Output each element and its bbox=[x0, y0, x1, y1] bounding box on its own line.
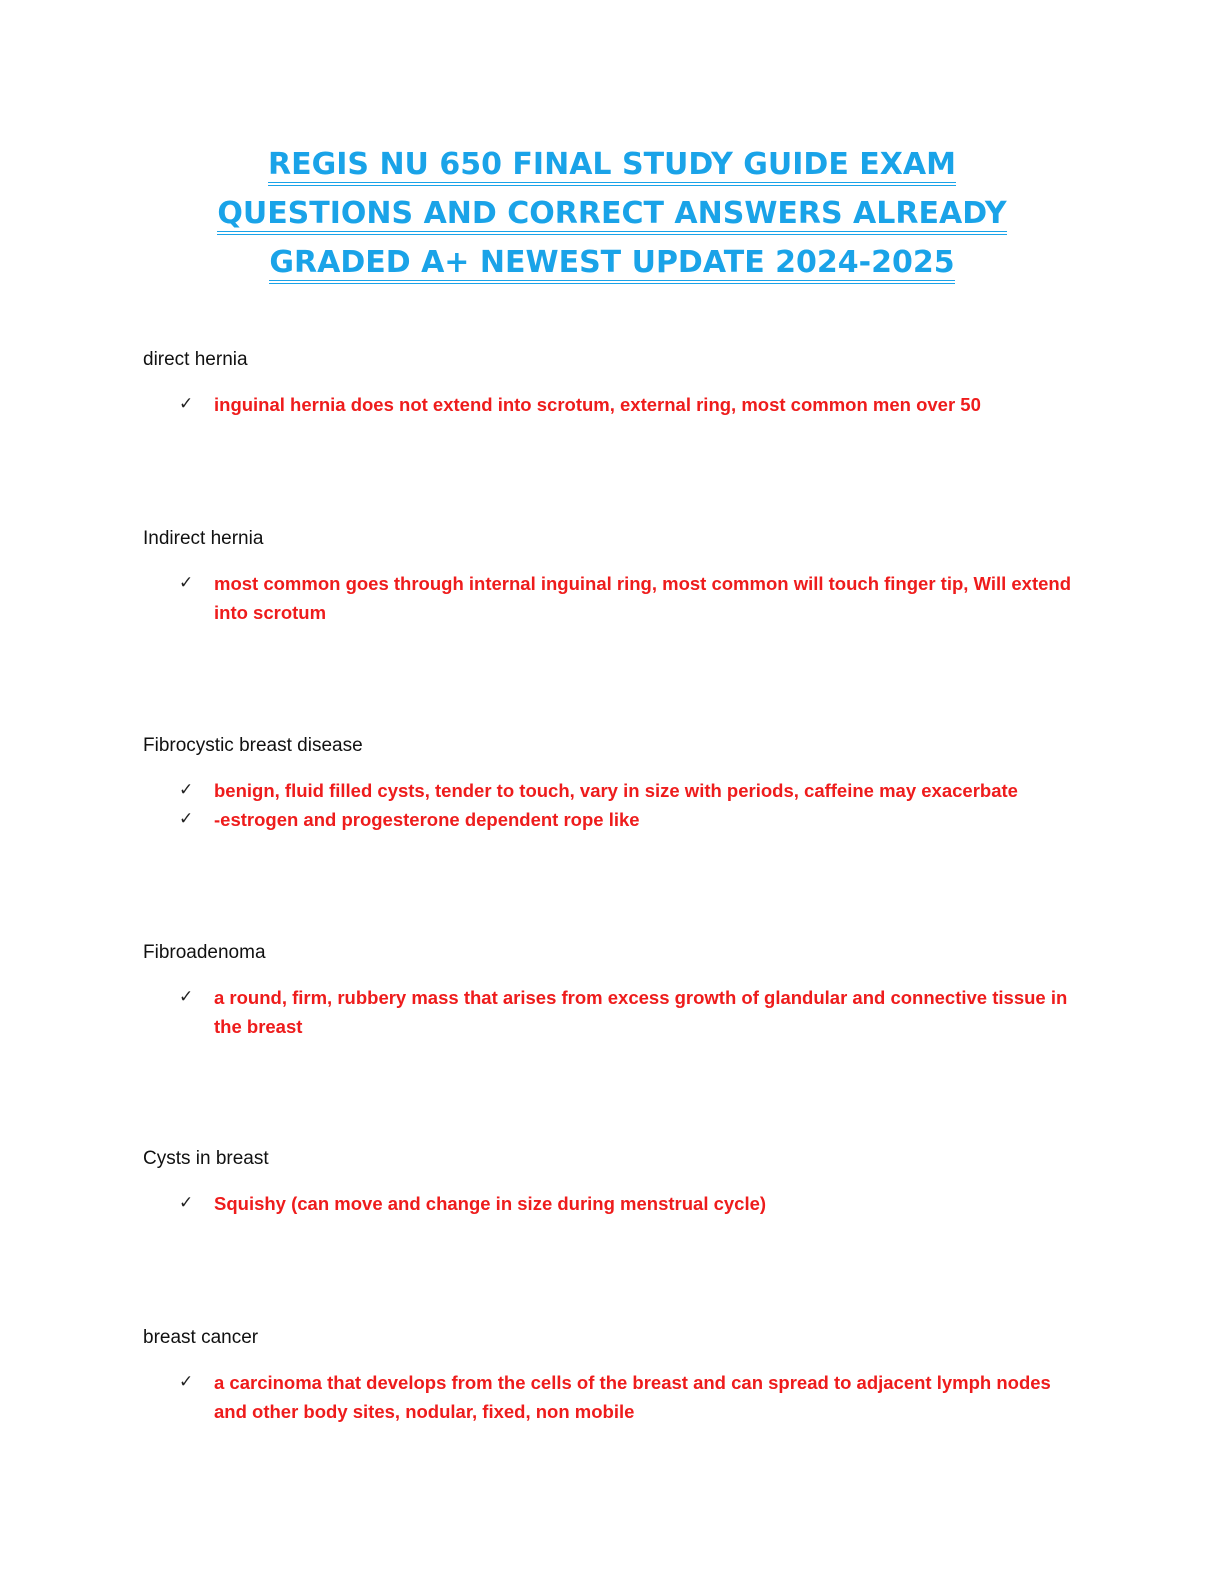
entry-direct-hernia: direct hernia ✓ inguinal hernia does not… bbox=[143, 348, 1083, 419]
answer-item: ✓ a round, firm, rubbery mass that arise… bbox=[143, 983, 1083, 1041]
checkmark-icon: ✓ bbox=[179, 1193, 194, 1213]
entry-breast-cancer: breast cancer ✓ a carcinoma that develop… bbox=[143, 1326, 1083, 1426]
answer-item: ✓ a carcinoma that develops from the cel… bbox=[143, 1368, 1083, 1426]
answer-list: ✓ most common goes through internal ingu… bbox=[143, 569, 1083, 627]
entry-cysts-in-breast: Cysts in breast ✓ Squishy (can move and … bbox=[143, 1147, 1083, 1218]
term: Indirect hernia bbox=[143, 528, 264, 549]
checkmark-icon: ✓ bbox=[179, 394, 194, 414]
answer-item: ✓ Squishy (can move and change in size d… bbox=[143, 1189, 1083, 1218]
term: direct hernia bbox=[143, 349, 248, 370]
answer-list: ✓ inguinal hernia does not extend into s… bbox=[143, 390, 1083, 419]
answer-list: ✓ Squishy (can move and change in size d… bbox=[143, 1189, 1083, 1218]
entry-indirect-hernia: Indirect hernia ✓ most common goes throu… bbox=[143, 527, 1083, 627]
answer-text: a round, firm, rubbery mass that arises … bbox=[214, 987, 1068, 1037]
answer-text: a carcinoma that develops from the cells… bbox=[214, 1372, 1051, 1422]
title-line-3: GRADED A+ NEWEST UPDATE 2024-2025 bbox=[140, 238, 1084, 287]
answer-list: ✓ benign, fluid filled cysts, tender to … bbox=[143, 776, 1083, 834]
checkmark-icon: ✓ bbox=[179, 809, 194, 829]
title-line-2: QUESTIONS AND CORRECT ANSWERS ALREADY bbox=[140, 189, 1084, 238]
answer-list: ✓ a round, firm, rubbery mass that arise… bbox=[143, 983, 1083, 1041]
answer-list: ✓ a carcinoma that develops from the cel… bbox=[143, 1368, 1083, 1426]
title-line-1: REGIS NU 650 FINAL STUDY GUIDE EXAM bbox=[140, 140, 1084, 189]
answer-item: ✓ inguinal hernia does not extend into s… bbox=[143, 390, 1083, 419]
document-title: REGIS NU 650 FINAL STUDY GUIDE EXAM QUES… bbox=[140, 140, 1084, 287]
term: Fibroadenoma bbox=[143, 942, 266, 963]
answer-text: benign, fluid filled cysts, tender to to… bbox=[214, 780, 1018, 801]
term: Cysts in breast bbox=[143, 1148, 269, 1169]
term: Fibrocystic breast disease bbox=[143, 735, 363, 756]
answer-text: most common goes through internal inguin… bbox=[214, 573, 1072, 623]
checkmark-icon: ✓ bbox=[179, 1372, 194, 1392]
answer-text: -estrogen and progesterone dependent rop… bbox=[214, 809, 640, 830]
checkmark-icon: ✓ bbox=[179, 987, 194, 1007]
answer-item: ✓ benign, fluid filled cysts, tender to … bbox=[143, 776, 1083, 805]
entry-fibrocystic-breast-disease: Fibrocystic breast disease ✓ benign, flu… bbox=[143, 734, 1083, 834]
checkmark-icon: ✓ bbox=[179, 573, 194, 593]
answer-item: ✓ -estrogen and progesterone dependent r… bbox=[143, 805, 1083, 834]
answer-text: inguinal hernia does not extend into scr… bbox=[214, 394, 981, 415]
entry-fibroadenoma: Fibroadenoma ✓ a round, firm, rubbery ma… bbox=[143, 941, 1083, 1041]
answer-text: Squishy (can move and change in size dur… bbox=[214, 1193, 767, 1214]
answer-item: ✓ most common goes through internal ingu… bbox=[143, 569, 1083, 627]
term: breast cancer bbox=[143, 1327, 259, 1348]
checkmark-icon: ✓ bbox=[179, 780, 194, 800]
